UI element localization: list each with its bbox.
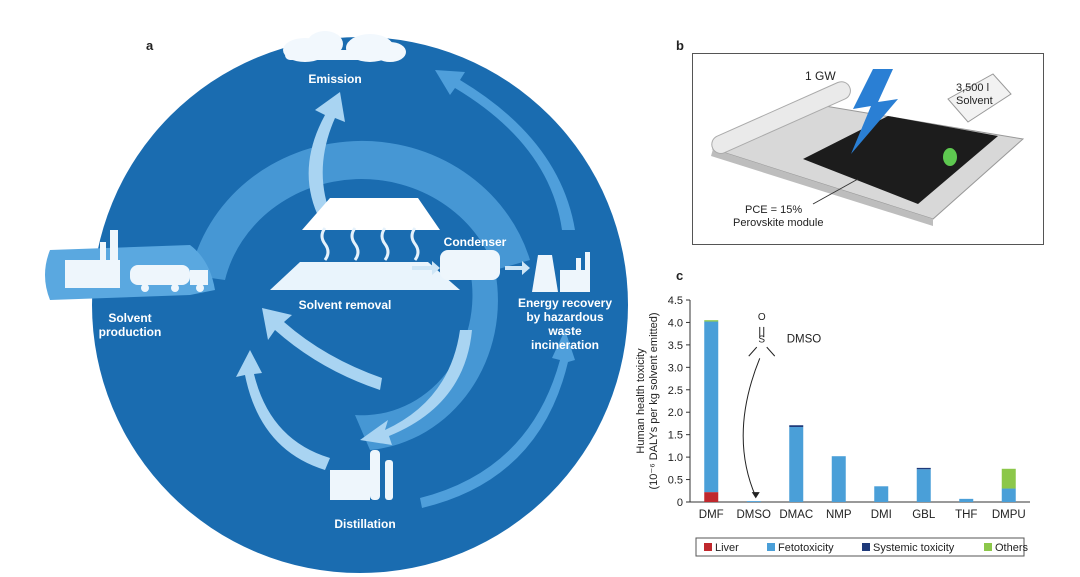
legend-swatch bbox=[984, 543, 992, 551]
bar-thf-fetotoxicity bbox=[959, 498, 974, 502]
bar-dmf-liver bbox=[704, 492, 719, 502]
energy-recovery-label: Energy recovery by hazardous waste incin… bbox=[510, 296, 620, 352]
panel-letter-a: a bbox=[146, 38, 154, 53]
legend-label: Fetotoxicity bbox=[778, 542, 834, 554]
y-axis-label: Human health toxicity bbox=[635, 348, 647, 454]
bar-dmac-fetotoxicity bbox=[789, 427, 804, 502]
power-label: 1 GW bbox=[805, 69, 836, 83]
energy-recovery-line-4: incineration bbox=[530, 338, 599, 352]
y-tick-label: 3.5 bbox=[668, 340, 683, 352]
y-tick-label: 4.5 bbox=[668, 295, 683, 307]
y-tick-label: 2.0 bbox=[668, 407, 683, 419]
outer-arrow-top bbox=[435, 70, 575, 230]
cycle-ring bbox=[190, 140, 530, 280]
energy-recovery-line-2: by hazardous bbox=[526, 310, 604, 324]
factory-icon bbox=[65, 230, 120, 288]
emission-arrow bbox=[308, 92, 345, 220]
module-illustration bbox=[711, 69, 1025, 226]
x-tick-label: DMPU bbox=[992, 509, 1026, 521]
bar-dmac-systemic-toxicity bbox=[789, 425, 804, 428]
cycle-background-circle bbox=[92, 37, 628, 573]
y-tick-label: 0.5 bbox=[668, 475, 683, 487]
distillation-column-icon bbox=[330, 450, 393, 500]
solvent-cycle-diagram bbox=[45, 31, 628, 573]
annotation-label: DMSO bbox=[787, 334, 822, 346]
bar-dmi-fetotoxicity bbox=[874, 486, 889, 502]
solvent-amount-line-2: Solvent bbox=[956, 95, 993, 107]
distillation-label: Distillation bbox=[334, 517, 396, 531]
x-tick-label: NMP bbox=[826, 509, 852, 521]
y-tick-label: 2.5 bbox=[668, 385, 683, 397]
solvent-drop-icon bbox=[943, 148, 957, 166]
x-tick-label: DMI bbox=[871, 509, 892, 521]
panel-letter-b: b bbox=[676, 38, 684, 53]
annotation-oxygen: O bbox=[758, 312, 766, 323]
condenser-icon bbox=[440, 250, 500, 280]
perovskite-film bbox=[803, 116, 998, 204]
annotation-arrow bbox=[742, 358, 761, 497]
inner-arrow-down bbox=[360, 330, 472, 445]
legend-label: Others bbox=[995, 542, 1029, 554]
flow-arrow-2 bbox=[505, 261, 530, 275]
substrate-edge bbox=[711, 149, 933, 226]
tanker-truck-icon bbox=[130, 265, 208, 292]
legend-swatch bbox=[767, 543, 775, 551]
y-tick-label: 3.0 bbox=[668, 362, 683, 374]
bar-gbl-fetotoxicity bbox=[916, 469, 931, 502]
solvent-production-line-2: production bbox=[98, 325, 162, 339]
pce-pointer-line bbox=[812, 178, 859, 205]
energy-recovery-line-1: Energy recovery bbox=[517, 296, 613, 310]
solvent-amount-label: 3,500 l Solvent bbox=[956, 82, 993, 108]
pce-label: PCE = 15% bbox=[745, 204, 803, 216]
left-arrow-up bbox=[236, 350, 330, 470]
bar-dmpu-fetotoxicity bbox=[1001, 488, 1016, 502]
annotation-sulfur: S bbox=[758, 335, 765, 346]
legend-swatch bbox=[862, 543, 870, 551]
bar-dmso-fetotoxicity bbox=[746, 501, 761, 502]
flow-arrow-1 bbox=[412, 261, 440, 275]
outer-arrow-right bbox=[420, 330, 575, 508]
inner-arrow-left bbox=[262, 308, 382, 390]
perovskite-module-panel bbox=[692, 53, 1044, 245]
bar-dmpu-others bbox=[1001, 468, 1016, 489]
annotation-bond-3 bbox=[748, 346, 758, 357]
lightning-bolt-icon bbox=[851, 69, 898, 154]
roller-icon bbox=[711, 81, 851, 154]
energy-recovery-line-3: waste bbox=[548, 324, 582, 338]
bar-nmp-fetotoxicity bbox=[831, 456, 846, 502]
incineration-plant-icon bbox=[532, 252, 590, 292]
solvent-nozzle-icon bbox=[947, 73, 1012, 123]
y-tick-label: 1.0 bbox=[668, 452, 683, 464]
x-tick-label: DMSO bbox=[737, 509, 772, 521]
emission-label: Emission bbox=[308, 72, 362, 86]
panel-letter-c: c bbox=[676, 268, 684, 283]
legend-label: Liver bbox=[715, 542, 739, 554]
bar-gbl-systemic-toxicity bbox=[916, 467, 931, 470]
bar-dmf-fetotoxicity bbox=[704, 321, 719, 493]
vapor-lines-icon bbox=[320, 227, 420, 261]
solvent-production-label: Solvent production bbox=[90, 311, 170, 339]
x-tick-label: DMF bbox=[699, 509, 724, 521]
y-tick-label: 0 bbox=[677, 497, 683, 509]
solvent-production-line-1: Solvent bbox=[108, 311, 152, 325]
condenser-label: Condenser bbox=[443, 235, 507, 249]
annotation-bond-4 bbox=[766, 346, 776, 357]
annotation-arrow-head bbox=[751, 492, 760, 499]
cloud-icon bbox=[283, 31, 406, 62]
x-tick-label: GBL bbox=[912, 509, 936, 521]
solvent-removal-label: Solvent removal bbox=[298, 298, 392, 312]
y-tick-label: 1.5 bbox=[668, 430, 683, 442]
module-label: Perovskite module bbox=[733, 217, 824, 229]
legend-label: Systemic toxicity bbox=[873, 542, 955, 554]
y-axis-label-units: (10⁻⁶ DALYs per kg solvent emitted) bbox=[648, 312, 660, 489]
bar-dmf-others bbox=[704, 320, 719, 322]
legend-swatch bbox=[704, 543, 712, 551]
solvent-amount-line-1: 3,500 l bbox=[956, 82, 990, 94]
x-tick-label: THF bbox=[955, 509, 977, 521]
x-tick-label: DMAC bbox=[779, 509, 813, 521]
legend-box bbox=[695, 537, 1025, 557]
y-tick-label: 4.0 bbox=[668, 317, 683, 329]
